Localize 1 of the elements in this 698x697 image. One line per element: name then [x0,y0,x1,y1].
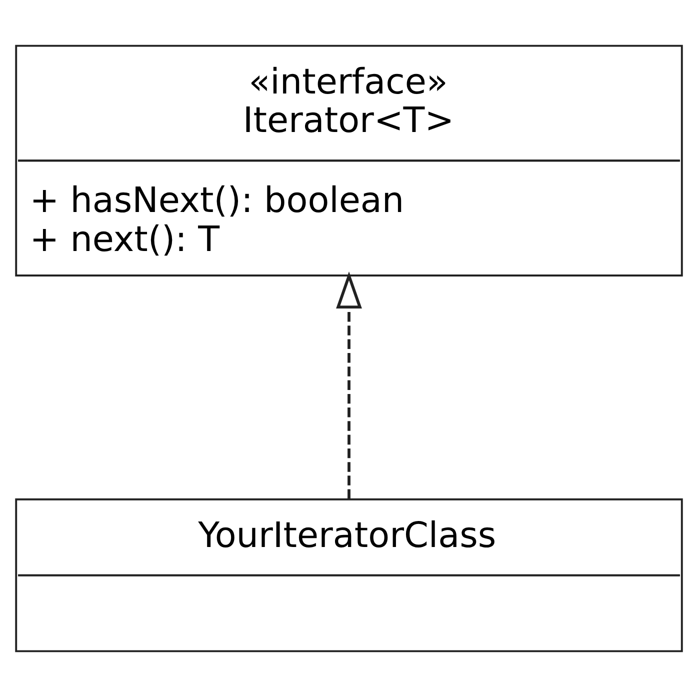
arrow [336,272,362,499]
